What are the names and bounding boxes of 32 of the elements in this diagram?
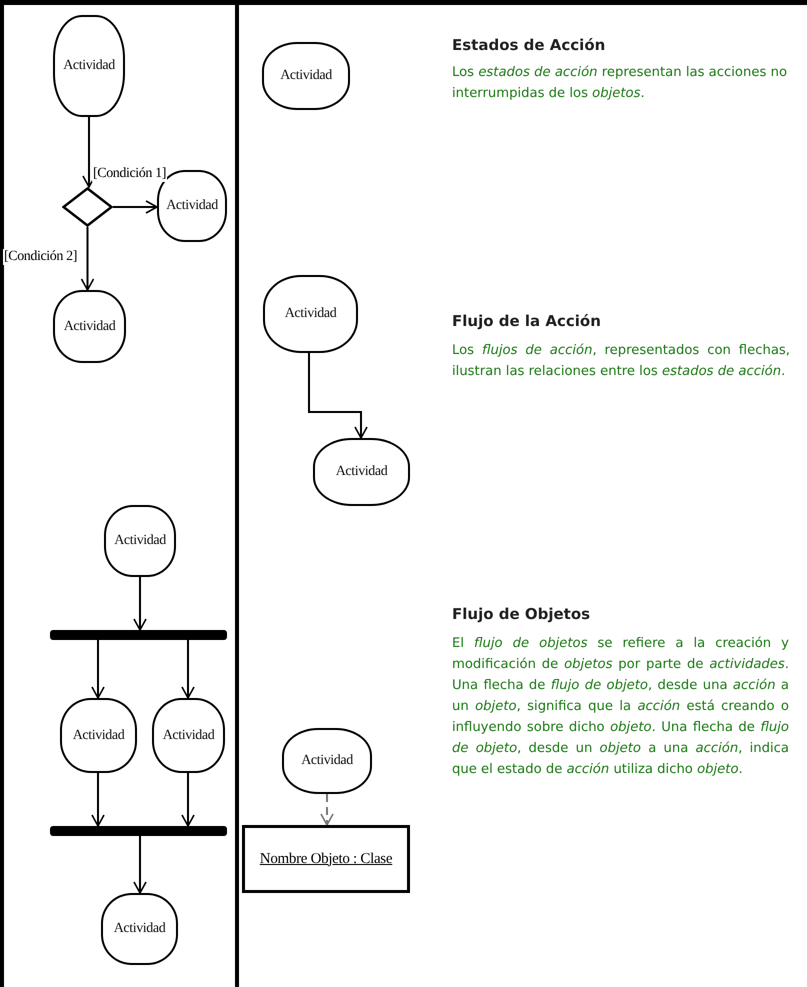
decision-diamond: [62, 187, 113, 227]
arrow: [181, 773, 195, 827]
activity-state: Actividad: [263, 275, 358, 353]
object-box: Nombre Objeto : Clase: [242, 825, 410, 893]
arrow: [308, 353, 368, 439]
description-paragraph: El flujo de objetos se refiere a la creación y modificación de objetos por parte de actividades. Una flecha de flujo de objeto, desde una acción a un objeto, significa que la acción está creando o influyendo sobre dicho objeto. Una flecha de flujo de objeto, desde un objeto a una acción, indica que el estado de acción utiliza dicho objeto.: [452, 635, 789, 779]
arrow: [91, 640, 105, 699]
guard-condition: [Condición 2]: [3, 249, 78, 265]
arrow: [181, 640, 195, 699]
activity-state: Actividad: [282, 728, 372, 794]
arrow: [91, 773, 105, 827]
arrow: [133, 577, 147, 631]
activity-state: Actividad: [101, 893, 178, 965]
section-heading: Flujo de Objetos: [452, 605, 592, 623]
guard-condition: [Condición 1]: [92, 166, 167, 182]
activity-state: Actividad: [152, 698, 225, 773]
activity-state: Actividad: [53, 15, 125, 117]
section-heading: Flujo de la Acción: [452, 312, 602, 330]
arrow: [80, 227, 94, 291]
section-heading: Estados de Acción: [452, 36, 606, 54]
arrow: [320, 794, 334, 826]
description-paragraph: Los flujos de acción, representados con flechas, ilustran las relaciones entre los estados de acción.: [452, 342, 790, 381]
activity-state: Actividad: [53, 290, 126, 363]
activity-state: Actividad: [104, 505, 176, 577]
arrow: [113, 200, 158, 214]
synchronization-bar: [50, 826, 227, 836]
arrow: [133, 836, 147, 894]
description-paragraph: Los estados de acción representan las acciones no interrumpidas de los objetos.: [452, 64, 787, 103]
activity-state: Actividad: [313, 438, 410, 506]
synchronization-bar: [50, 630, 227, 640]
activity-state: Actividad: [262, 42, 350, 110]
activity-state: Actividad: [60, 698, 137, 773]
